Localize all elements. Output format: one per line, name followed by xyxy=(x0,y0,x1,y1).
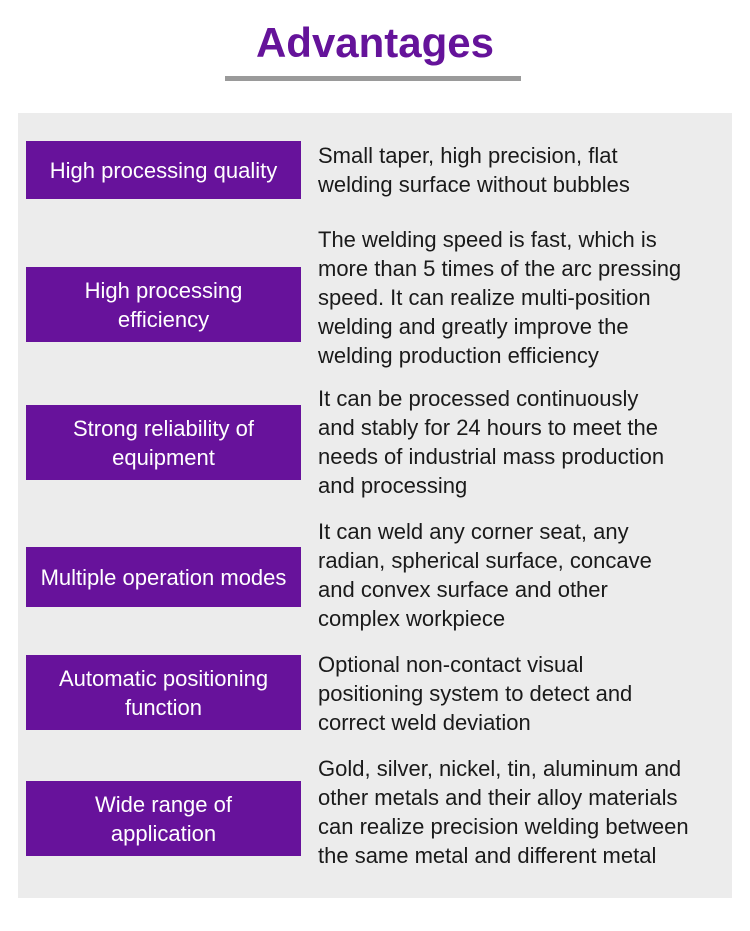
advantage-description-high-processing-efficiency: The welding speed is fast, which is more… xyxy=(318,227,682,368)
advantage-label-wide-range: Wide range of application xyxy=(26,781,301,856)
advantage-description-strong-reliability: It can be processed continuously and sta… xyxy=(318,386,665,498)
advantage-description-wide-range: Gold, silver, nickel, tin, aluminum and … xyxy=(318,756,689,868)
advantage-description-multiple-operation-modes: It can weld any corner seat, any radian,… xyxy=(318,519,652,631)
advantage-label-strong-reliability: Strong reliability of equipment xyxy=(26,405,301,480)
advantages-panel xyxy=(18,113,732,898)
advantage-label-high-processing-quality: High processing quality xyxy=(26,141,301,199)
title-underline xyxy=(225,76,521,81)
advantage-label-multiple-operation-modes: Multiple operation modes xyxy=(26,547,301,607)
advantage-description-automatic-positioning: Optional non-contact visual positioning … xyxy=(318,652,633,735)
page-title: Advantages xyxy=(255,19,495,66)
advantage-description-high-processing-quality: Small taper, high precision, flat weldin… xyxy=(318,143,630,197)
advantage-label-automatic-positioning: Automatic positioning function xyxy=(26,655,301,730)
advantage-label-high-processing-efficiency: High processing efficiency xyxy=(26,267,301,342)
